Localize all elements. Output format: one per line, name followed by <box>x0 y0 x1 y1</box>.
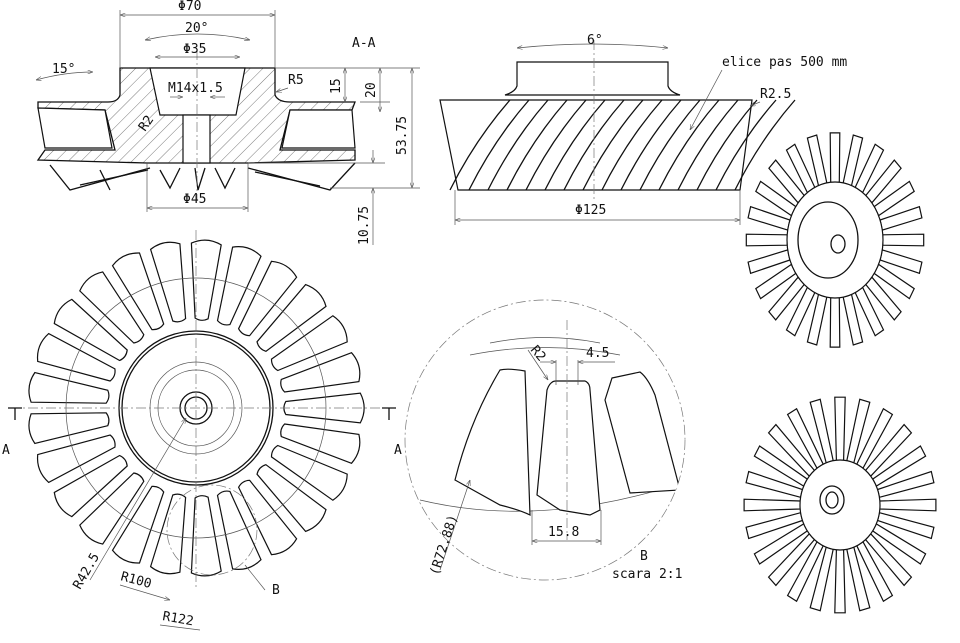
detail-label: B <box>640 549 648 564</box>
dim-r72-88: (R72.88) <box>428 513 462 577</box>
section-mark-left: A <box>2 443 10 458</box>
gear-tooth <box>190 239 222 321</box>
detail-tooth-right <box>604 371 681 494</box>
gear-tooth <box>270 315 348 372</box>
dim-15-8: 15.8 <box>548 525 579 540</box>
front-view: A A R42.5 R100 R122 B <box>2 230 402 631</box>
dim-bore-diameter: Φ35 <box>183 42 206 57</box>
helix-tooth-line <box>449 99 511 191</box>
dim-10-75: 10.75 <box>357 206 372 245</box>
helix-tooth-line <box>544 99 606 191</box>
iso-gear-tooth <box>834 549 846 614</box>
side-view: 6° elice pas 500 mm R2.5 Φ125 <box>439 33 847 225</box>
gear-tooth <box>256 283 327 352</box>
section-title: A-A <box>352 36 376 51</box>
iso-gear-tooth <box>829 297 841 348</box>
dim-angle-15: 15° <box>52 62 75 77</box>
counterbore <box>149 67 246 116</box>
section-view: Φ70 20° Φ35 15° M14x1.5 R5 R2 15 20 53.7… <box>36 0 420 245</box>
helix-tooth-line <box>525 99 587 191</box>
helix-tooth-line <box>696 99 758 191</box>
detail-b-marker <box>166 484 258 576</box>
gear-tooth <box>28 371 110 404</box>
isometric-view-bottom <box>743 396 937 614</box>
helix-tooth-line <box>658 99 720 191</box>
dim-4-5: 4.5 <box>586 346 609 361</box>
detail-tooth-left <box>454 368 531 516</box>
iso-gear-tooth <box>743 498 801 512</box>
gear-tooth <box>256 464 327 533</box>
dim-53-75: 53.75 <box>395 116 410 155</box>
iso-gear-tooth <box>879 498 937 512</box>
gear-tooth <box>28 412 110 445</box>
dim-r2: R2 <box>136 113 157 134</box>
tooth-cut-left <box>37 107 113 149</box>
gear-tooth <box>280 351 361 393</box>
gear-tooth <box>280 423 361 465</box>
gear-tooth <box>237 260 298 337</box>
dim-angle-20: 20° <box>185 21 208 36</box>
dim-outer-diameter: Φ70 <box>178 0 201 14</box>
gear-body <box>439 99 753 191</box>
gear-tooth <box>53 298 128 362</box>
helix-tooth-line <box>677 99 739 191</box>
iso-gear-tooth <box>829 132 841 183</box>
helix-tooth-line <box>468 99 530 191</box>
isometric-view-top <box>745 132 925 348</box>
dim-r100: R100 <box>119 569 153 592</box>
dim-r42-5: R42.5 <box>70 551 103 592</box>
gear-tooth <box>270 444 348 501</box>
iso-gear-tooth <box>882 233 925 247</box>
gear-tooth <box>79 472 145 545</box>
helix-tooth-line <box>639 99 701 191</box>
helix-tooth-line <box>620 99 682 191</box>
gear-tooth <box>53 454 128 518</box>
helix-tooth-line <box>487 99 549 191</box>
dim-diameter-125: Φ125 <box>575 203 606 218</box>
gear-tooth <box>79 271 145 344</box>
dim-angle-6: 6° <box>587 33 603 48</box>
gear-tooth <box>190 495 222 577</box>
detail-tooth-center <box>536 380 601 516</box>
helix-note: elice pas 500 mm <box>722 55 847 70</box>
iso-gear-tooth <box>834 396 846 461</box>
dim-diameter-45: Φ45 <box>183 192 206 207</box>
gear-tooth <box>149 493 187 575</box>
helix-tooth-line <box>582 99 644 191</box>
tooth-cut-right <box>281 109 356 149</box>
gear-tooth <box>237 479 298 556</box>
dim-20: 20 <box>364 82 379 98</box>
dim-thread: M14x1.5 <box>168 81 223 96</box>
dim-15: 15 <box>329 78 344 94</box>
dim-r2-5: R2.5 <box>760 87 791 102</box>
helix-tooth-line <box>506 99 568 191</box>
helix-tooth-line <box>563 99 625 191</box>
threaded-hole <box>182 114 211 164</box>
helix-tooth-line <box>601 99 663 191</box>
section-mark-right: A <box>394 443 402 458</box>
gear-tooth <box>216 246 262 326</box>
iso-gear-tooth <box>745 233 788 247</box>
gear-tooth <box>216 490 262 570</box>
hub <box>504 61 681 96</box>
detail-b-view: 4.5 R2 (R72.88) 15.8 B scara 2:1 <box>404 299 686 582</box>
dim-r5: R5 <box>288 73 304 88</box>
helix-tooth-line <box>734 99 796 191</box>
gear-tooth <box>149 241 187 323</box>
detail-scale: scara 2:1 <box>612 567 682 582</box>
helix-tooth-line <box>715 99 777 191</box>
detail-boundary <box>404 299 686 581</box>
dim-r122: R122 <box>161 609 194 629</box>
detail-ref: B <box>272 583 280 598</box>
